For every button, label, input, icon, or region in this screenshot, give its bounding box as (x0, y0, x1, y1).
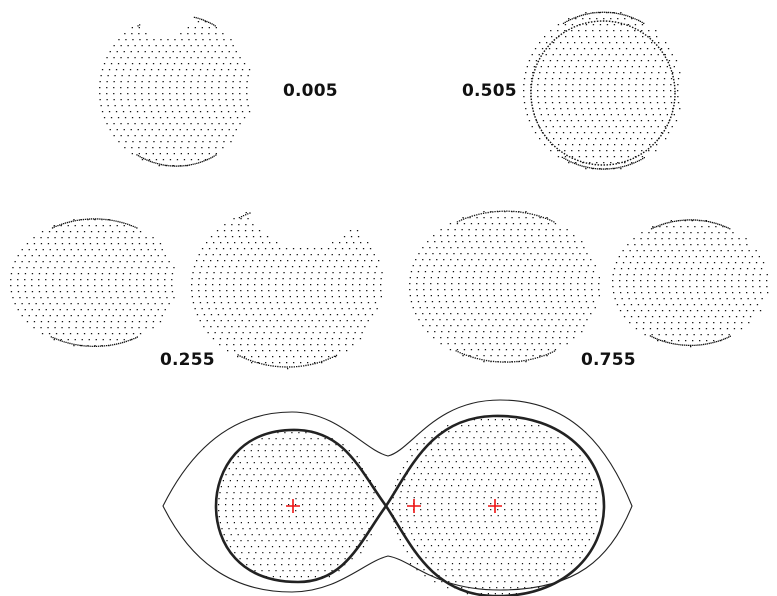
inner-roche-lobe (214, 414, 606, 596)
star-sphere-phase-0005 (99, 16, 251, 167)
dot-grid (10, 218, 175, 347)
star-sphere-phase-0255-right (191, 212, 383, 370)
phase-label-0505: 0.505 (462, 81, 517, 101)
star-sphere-phase-0505 (523, 11, 681, 170)
roche-geometry-panel (162, 399, 633, 596)
star-projections (10, 11, 769, 370)
dot-grid (523, 11, 681, 170)
center-marker-secondary (488, 499, 502, 513)
dot-grid (612, 219, 769, 348)
star-sphere-phase-0755-right (612, 219, 769, 348)
dot-grid (191, 212, 383, 370)
dot-grid (99, 16, 251, 167)
phase-label-0005: 0.005 (283, 81, 338, 101)
phase-label-0755: 0.755 (581, 350, 636, 370)
inner-rim-outline (530, 20, 676, 166)
star-sphere-phase-0755-left (409, 210, 600, 363)
dot-grid (409, 210, 600, 363)
center-marker-mass (407, 499, 421, 513)
outer-critical-surface (162, 399, 633, 593)
center-marker-primary (286, 499, 300, 513)
phase-label-0255: 0.255 (160, 350, 215, 370)
star-sphere-phase-0255-left (10, 218, 175, 347)
